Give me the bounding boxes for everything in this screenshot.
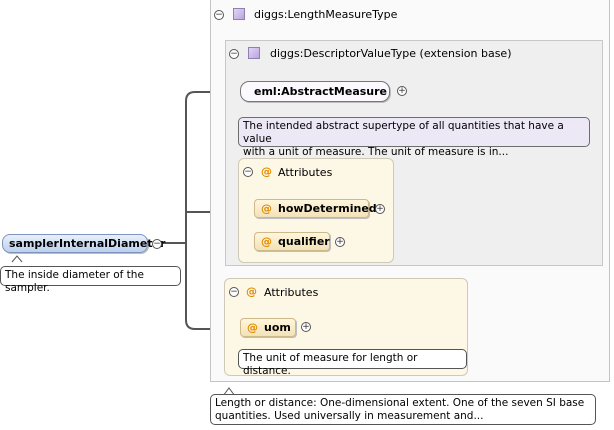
type-attributes-collapse-icon[interactable]: − — [229, 287, 239, 297]
abstract-measure-label: eml:AbstractMeasure — [254, 85, 388, 98]
attribute-qualifier-label: qualifier — [278, 235, 330, 248]
abstract-measure-doc-line2: with a unit of measure. The unit of meas… — [243, 146, 509, 158]
complex-type-icon — [233, 8, 245, 20]
extension-label: diggs:DescriptorValueType (extension bas… — [270, 47, 512, 60]
root-doc-pointer — [11, 255, 23, 263]
root-element-doc: The inside diameter of the sampler. — [0, 266, 181, 294]
type-attributes-title: Attributes — [264, 286, 319, 299]
extension-attributes-collapse-icon[interactable]: − — [243, 167, 253, 177]
attribute-qualifier[interactable]: @ qualifier — [254, 232, 330, 251]
attribute-uom[interactable]: @ uom — [240, 318, 296, 337]
attribute-at-icon: @ — [261, 202, 272, 215]
abstract-measure-doc-line1: The intended abstract supertype of all q… — [243, 120, 564, 145]
attribute-at-icon: @ — [261, 235, 272, 248]
uom-expand-icon[interactable]: + — [301, 322, 311, 332]
extension-type-icon — [248, 47, 260, 59]
abstract-measure-expand-icon[interactable]: + — [397, 86, 407, 96]
type-name: diggs:LengthMeasureType — [254, 8, 398, 21]
type-doc: Length or distance: One-dimensional exte… — [210, 394, 596, 425]
root-element-collapse-icon[interactable]: − — [152, 239, 162, 249]
qualifier-expand-icon[interactable]: + — [335, 237, 345, 247]
uom-doc: The unit of measure for length or distan… — [238, 349, 467, 377]
type-doc-line1: Length or distance: One-dimensional exte… — [215, 397, 585, 409]
attribute-howdetermined-label: howDetermined — [278, 202, 377, 215]
abstract-measure-doc: The intended abstract supertype of all q… — [238, 117, 590, 158]
attribute-howdetermined[interactable]: @ howDetermined — [254, 199, 377, 218]
extension-collapse-icon[interactable]: − — [229, 49, 239, 59]
type-doc-line2: quantities. Used universally in measurem… — [215, 410, 484, 422]
type-collapse-icon[interactable]: − — [214, 10, 224, 20]
root-element-node[interactable]: samplerInternalDiameter — [2, 234, 165, 253]
howdetermined-expand-icon[interactable]: + — [375, 204, 385, 214]
connector-trunk — [185, 91, 238, 330]
attribute-uom-label: uom — [264, 321, 291, 334]
abstract-measure-node[interactable]: eml:AbstractMeasure — [240, 81, 390, 102]
attribute-at-icon: @ — [247, 321, 258, 334]
type-attributes-at-icon: @ — [246, 285, 257, 298]
extension-attributes-at-icon: @ — [261, 165, 272, 178]
extension-attributes-title: Attributes — [278, 166, 333, 179]
